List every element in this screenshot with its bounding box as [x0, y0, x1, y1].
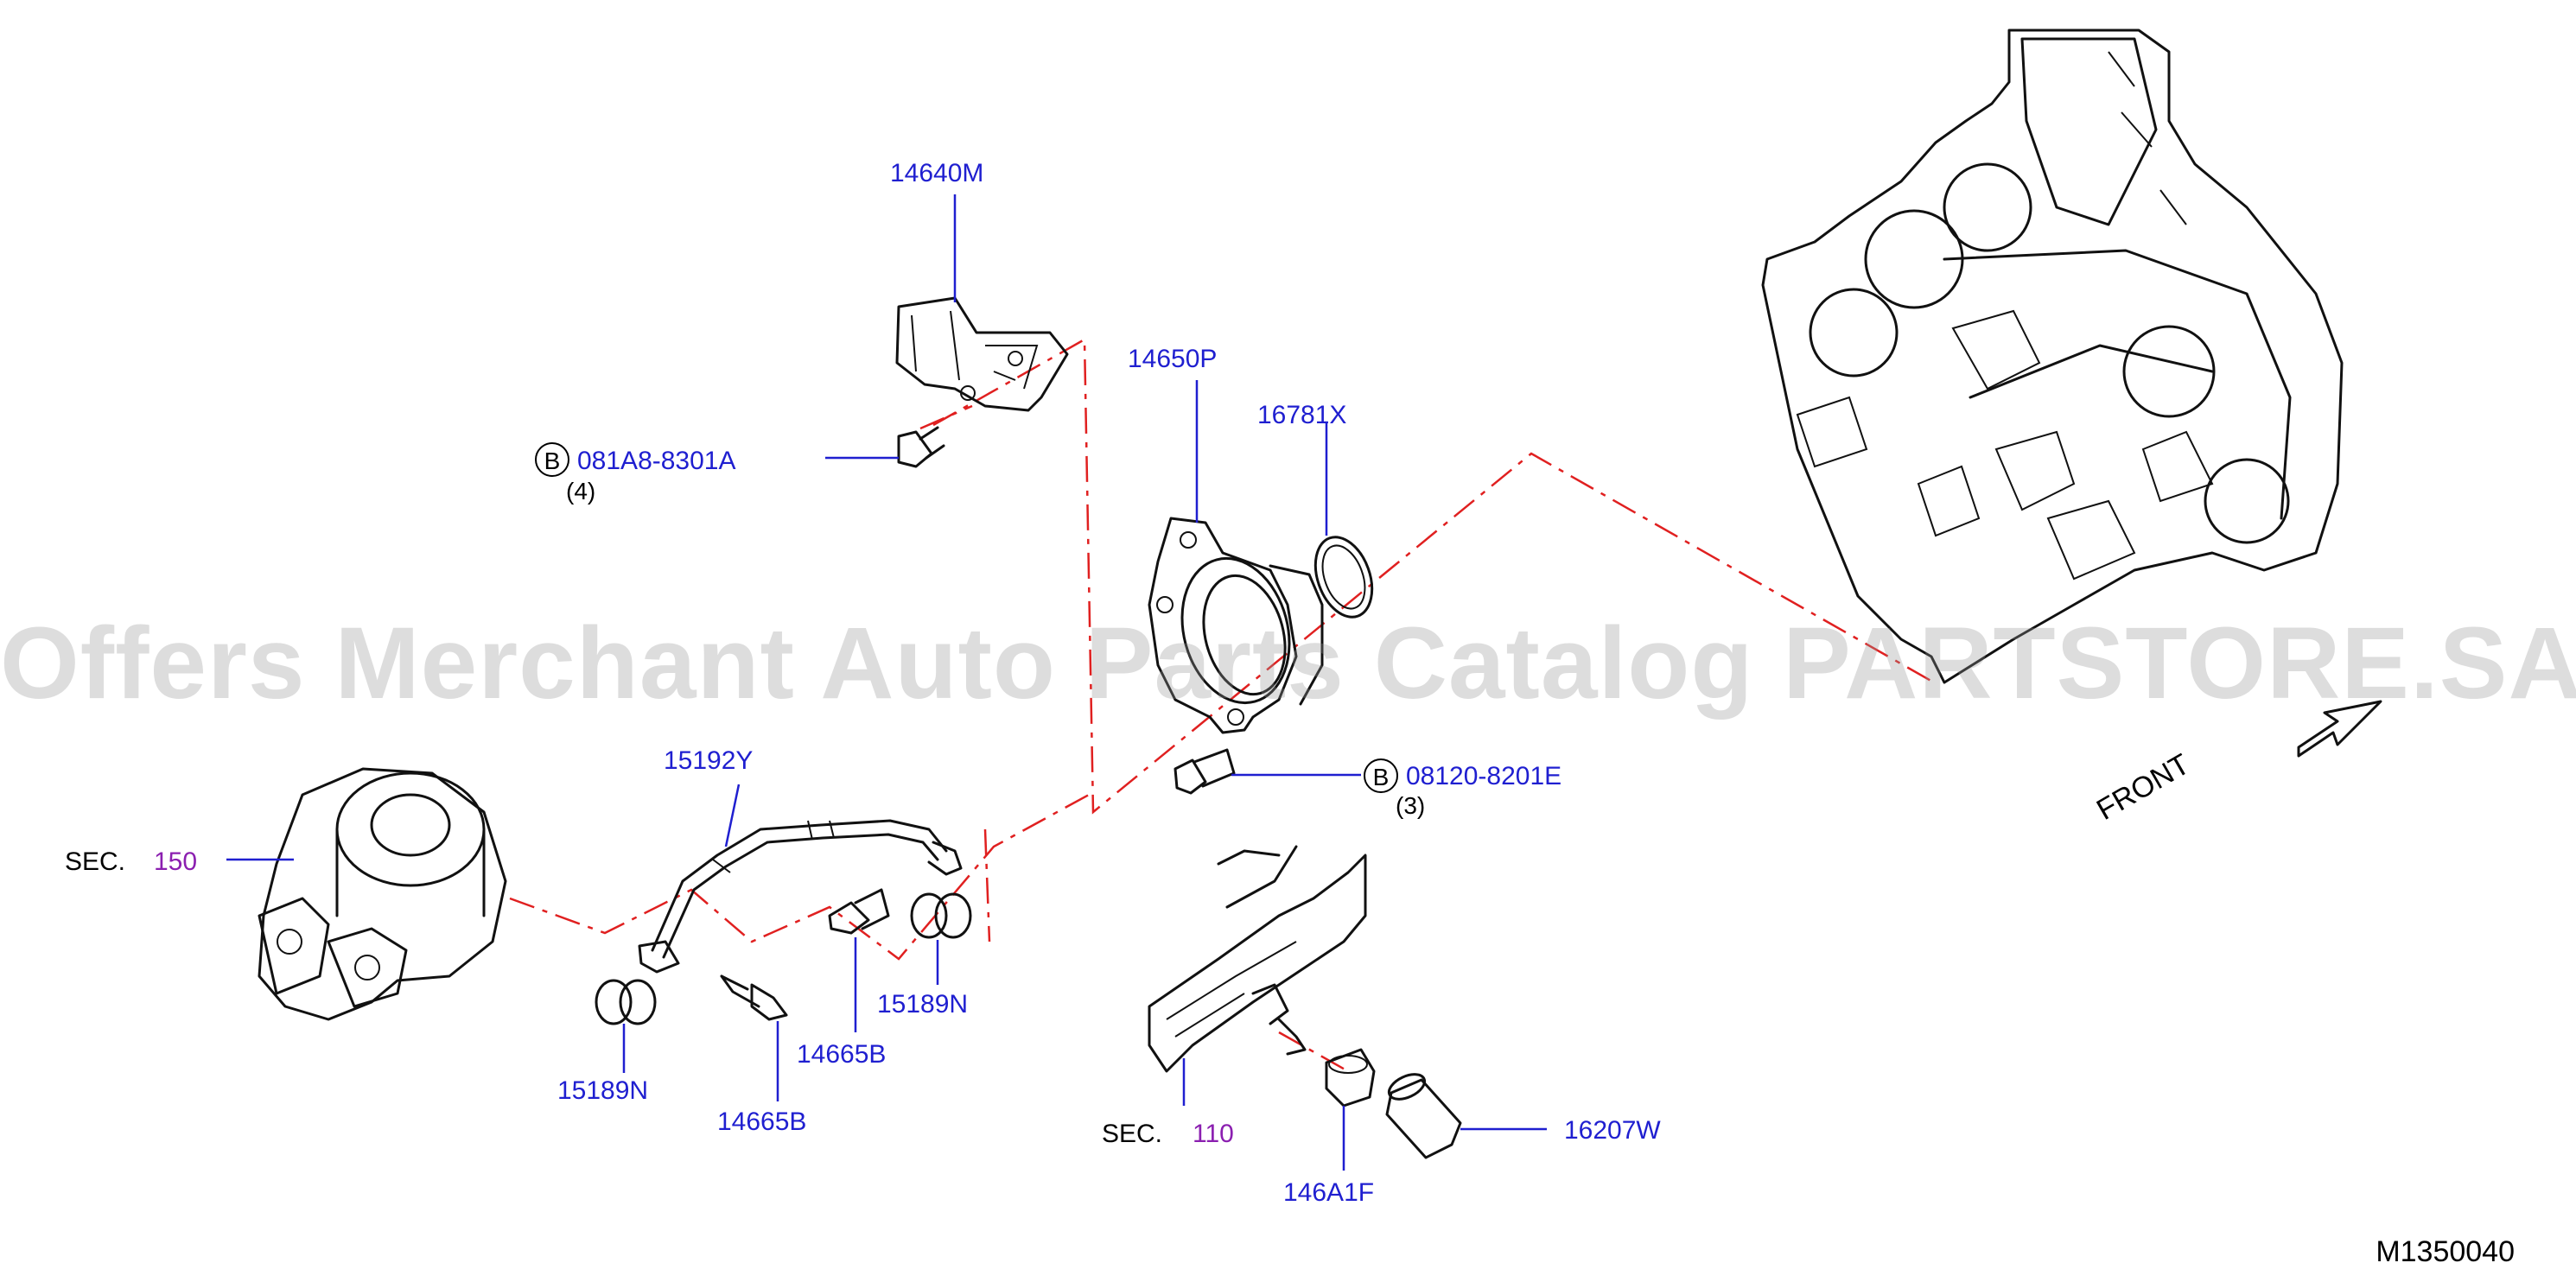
- circled-letter: B: [1373, 764, 1390, 790]
- front-label: FRONT: [2091, 747, 2195, 826]
- part-label-15192Y[interactable]: 15192Y: [664, 746, 753, 775]
- callout-081A8-8301A[interactable]: B 081A8-8301A (4): [535, 442, 736, 505]
- part-label-08120-8201E[interactable]: 08120-8201E: [1406, 762, 1562, 790]
- part-label-16207W[interactable]: 16207W: [1564, 1116, 1661, 1145]
- center-line-filter: [1278, 1031, 1349, 1073]
- bolt-14665B-upper-drawing: [828, 888, 890, 935]
- part-label-081A8-8301A[interactable]: 081A8-8301A: [577, 447, 736, 475]
- o-ring-16781X-drawing: [1313, 536, 1374, 619]
- section-ref-150[interactable]: SEC. 150: [65, 847, 197, 876]
- circled-b-icon: [1364, 758, 1398, 793]
- section-number-150[interactable]: 150: [154, 847, 197, 876]
- section-ref-110[interactable]: SEC. 110: [1102, 1120, 1234, 1148]
- part-qty-081A8-8301A: (4): [566, 478, 595, 505]
- section-number-110[interactable]: 110: [1193, 1120, 1234, 1148]
- lower-block-section-drawing: [1148, 845, 1367, 1073]
- circled-b-icon: [535, 442, 569, 477]
- oil-filter-assembly-drawing: [258, 767, 507, 1021]
- center-line-upper: [932, 337, 1935, 815]
- housing-14650P-drawing: [1148, 517, 1324, 734]
- part-label-14650P[interactable]: 14650P: [1128, 345, 1217, 373]
- bolt-14665B-lower-drawing: [720, 974, 788, 1021]
- section-prefix: SEC.: [1102, 1120, 1162, 1148]
- part-label-14665B-lower[interactable]: 14665B: [717, 1107, 806, 1136]
- leader-15192Y: [724, 784, 741, 847]
- center-line-bracket-bolt: [919, 404, 973, 430]
- part-label-14640M[interactable]: 14640M: [890, 159, 983, 187]
- connector-146A1F-drawing: [1325, 1048, 1376, 1107]
- part-label-146A1F[interactable]: 146A1F: [1283, 1178, 1374, 1207]
- part-label-15189N-lower[interactable]: 15189N: [557, 1076, 648, 1105]
- front-arrow-icon: [2297, 700, 2382, 758]
- filter-element-16207W-drawing: [1385, 1073, 1462, 1159]
- circled-letter: B: [544, 447, 561, 474]
- center-lines: [509, 337, 1935, 1073]
- leader-lines: [226, 194, 1547, 1171]
- part-qty-08120-8201E: (3): [1396, 792, 1425, 819]
- part-label-14665B-upper[interactable]: 14665B: [797, 1040, 886, 1069]
- clamp-15189N-lower-drawing: [595, 979, 657, 1025]
- clamp-15189N-upper-drawing: [910, 892, 972, 939]
- callout-08120-8201E[interactable]: B 08120-8201E (3): [1364, 758, 1562, 819]
- center-line-clamp: [983, 828, 991, 942]
- diagram-id: M1350040: [2376, 1235, 2515, 1268]
- bolt-08120-8201E-drawing: [1174, 748, 1236, 795]
- part-label-15189N-upper[interactable]: 15189N: [877, 990, 968, 1019]
- front-arrow: FRONT: [2091, 700, 2382, 827]
- part-labels: 14640M B 081A8-8301A (4) 14650P 16781X B…: [65, 159, 2515, 1268]
- engine-block-drawing: [1761, 29, 2344, 684]
- pipe-15192Y-drawing: [638, 819, 963, 974]
- bolt-081A8-8301A-drawing: [897, 426, 945, 468]
- part-label-16781X[interactable]: 16781X: [1257, 401, 1346, 429]
- section-prefix: SEC.: [65, 847, 125, 876]
- center-line-lower: [509, 793, 1090, 961]
- bracket-14640M-drawing: [895, 296, 1069, 412]
